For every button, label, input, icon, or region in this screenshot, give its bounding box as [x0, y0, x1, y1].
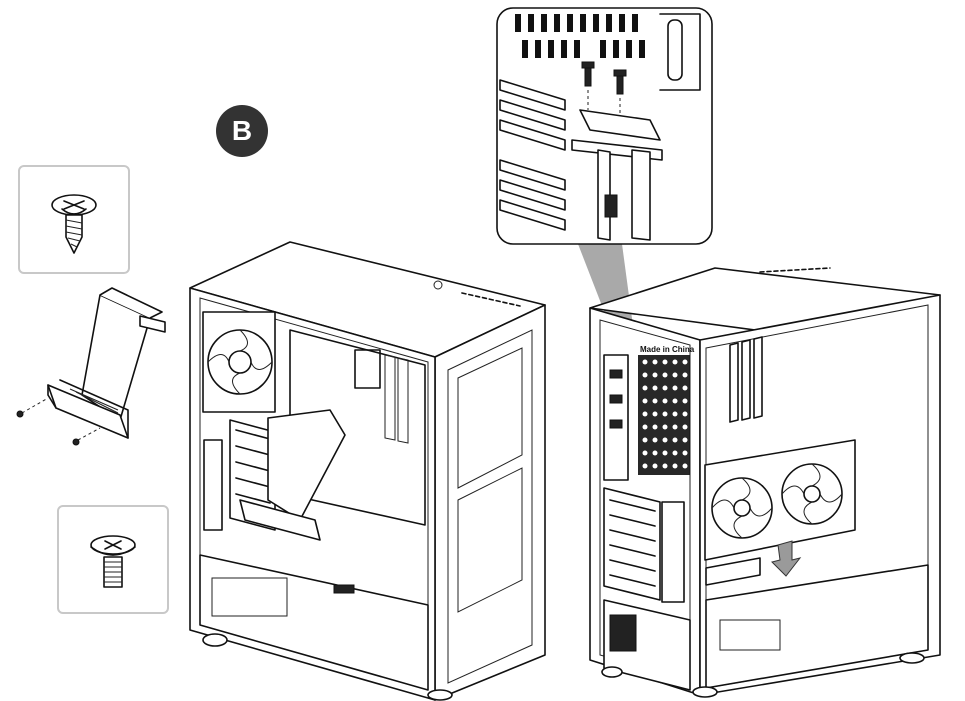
- made-in-china-label: Made in China: [640, 345, 695, 354]
- machine-screw-card: [57, 505, 169, 614]
- self-tapping-screw-icon: [51, 194, 97, 254]
- self-tapping-screw-card: [18, 165, 130, 274]
- case-right-gpu-installed: Made in China: [589, 267, 941, 698]
- step-badge: B: [216, 105, 268, 157]
- machine-screw-icon: [90, 535, 136, 588]
- case-left-open-side: [189, 241, 546, 701]
- riser-cable-illustration: [16, 287, 166, 446]
